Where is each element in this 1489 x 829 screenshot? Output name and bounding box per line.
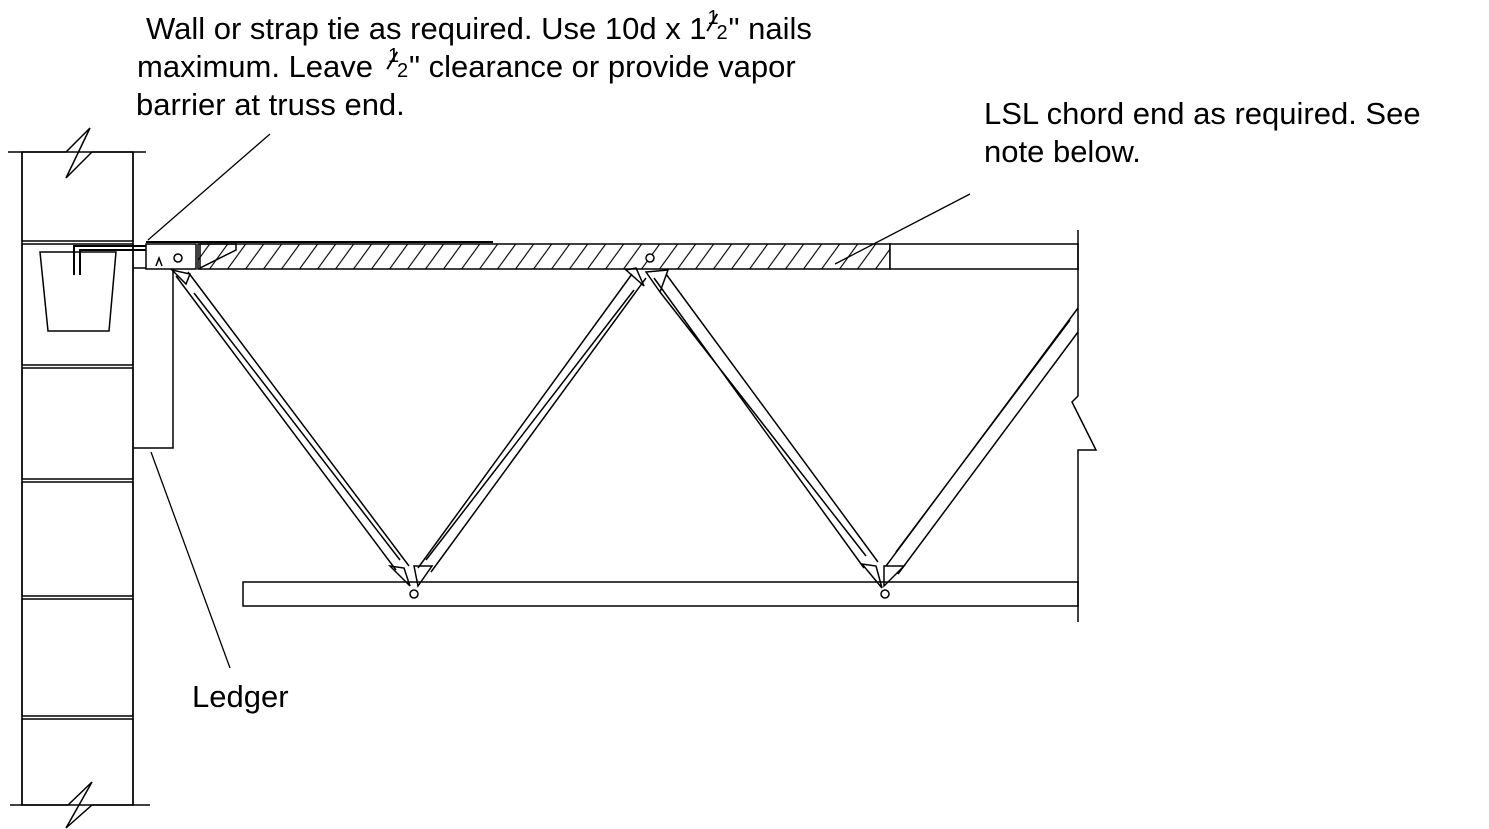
top-chord-bearing-end — [145, 243, 197, 270]
ledger-leader — [150, 451, 231, 669]
fraction-denominator: 2 — [716, 22, 728, 44]
fraction-numerator-2: 1 — [388, 45, 400, 67]
wall-bottom-break-line — [10, 781, 150, 829]
tie-note-line-2-end: " clearance or provide vapor — [409, 49, 796, 84]
wall-top-break-line — [8, 127, 146, 179]
masonry-wall — [8, 127, 150, 829]
web-member-1 — [175, 271, 410, 571]
connection-hole-4 — [880, 589, 890, 599]
bottom-chord — [242, 581, 1079, 607]
leader-lines — [147, 133, 971, 669]
connection-hole-2 — [645, 253, 655, 263]
web-member-2 — [417, 273, 647, 573]
ledger-label: Ledger — [192, 679, 289, 714]
masonry-unit-4 — [21, 481, 134, 597]
masonry-unit-3 — [21, 367, 134, 480]
top-chord — [145, 243, 1079, 270]
fraction-numerator: 1 — [707, 7, 719, 29]
lsl-chord-end — [197, 243, 891, 270]
masonry-unit-1 — [21, 151, 134, 242]
masonry-unit-6 — [21, 718, 134, 806]
lsl-note-line-2: note below. — [984, 134, 1141, 169]
connection-hole-3 — [409, 589, 419, 599]
wall-tie-strap — [73, 241, 493, 275]
masonry-unit-5 — [21, 598, 134, 717]
fraction-denominator-2: 2 — [397, 60, 409, 82]
lsl-note-line-1: LSL chord end as required. See — [984, 96, 1421, 131]
tie-note-line-1-text: Wall or strap tie as required. Use 10d x… — [146, 11, 707, 46]
tie-note-line-2-text: maximum. Leave — [137, 49, 374, 84]
tie-note-leader — [147, 133, 271, 241]
web-members — [169, 267, 1079, 589]
masonry-unit-2 — [21, 243, 134, 366]
web-member-4 — [885, 307, 1079, 575]
connection-hole-1 — [173, 253, 183, 263]
tie-note-line-1-end: " nails — [728, 11, 812, 46]
tie-note-line-1: Wall or strap tie as required. Use 10d x… — [146, 8, 812, 47]
connection-holes — [173, 253, 890, 599]
bond-beam-cell — [39, 251, 117, 332]
right-break-line — [1071, 230, 1098, 622]
top-chord-member — [889, 243, 1079, 270]
web-member-3 — [653, 273, 879, 569]
tie-note-line-3: barrier at truss end. — [136, 87, 405, 122]
lsl-note-leader — [834, 193, 971, 265]
ledger — [133, 267, 174, 449]
